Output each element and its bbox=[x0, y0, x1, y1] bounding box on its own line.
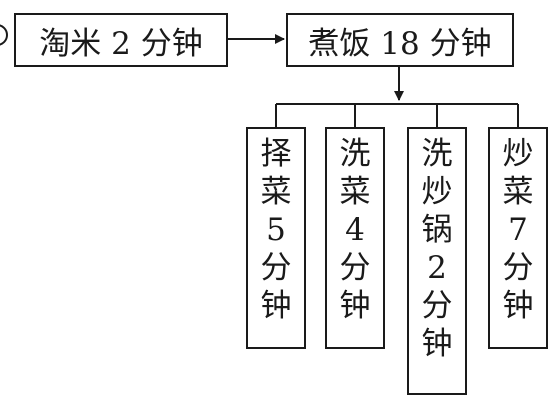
char: 钟 bbox=[260, 288, 292, 324]
char: 分 bbox=[260, 250, 292, 286]
char: 择 bbox=[260, 136, 292, 172]
char: 洗 bbox=[421, 136, 453, 172]
char: 钟 bbox=[339, 288, 371, 324]
box-wash-vegetables: 洗 菜 4 分 钟 bbox=[325, 127, 385, 349]
char: 洗 bbox=[339, 136, 371, 172]
char: 炒 bbox=[502, 136, 534, 172]
box-wash-rice: 淘米 2 分钟 bbox=[14, 13, 228, 67]
box-wash-wok: 洗 炒 锅 2 分 钟 bbox=[407, 127, 467, 395]
char: 钟 bbox=[502, 288, 534, 324]
char: 分 bbox=[502, 250, 534, 286]
box-wash-rice-label: 淘米 2 分钟 bbox=[39, 25, 203, 62]
char: 分 bbox=[339, 250, 371, 286]
char: 炒 bbox=[421, 174, 453, 210]
char: 7 bbox=[508, 212, 528, 248]
char: 分 bbox=[421, 288, 453, 324]
char: 5 bbox=[266, 212, 286, 248]
box-pick-vegetables: 择 菜 5 分 钟 bbox=[246, 127, 306, 349]
char: 菜 bbox=[339, 174, 371, 210]
char: 锅 bbox=[421, 212, 453, 248]
box-cook-rice: 煮饭 18 分钟 bbox=[286, 13, 514, 67]
char: 钟 bbox=[421, 326, 453, 362]
box-cook-rice-label: 煮饭 18 分钟 bbox=[308, 25, 492, 62]
char: 菜 bbox=[502, 174, 534, 210]
char: 4 bbox=[345, 212, 365, 248]
char: 菜 bbox=[260, 174, 292, 210]
char: 2 bbox=[427, 250, 447, 286]
box-stir-fry: 炒 菜 7 分 钟 bbox=[488, 127, 548, 349]
